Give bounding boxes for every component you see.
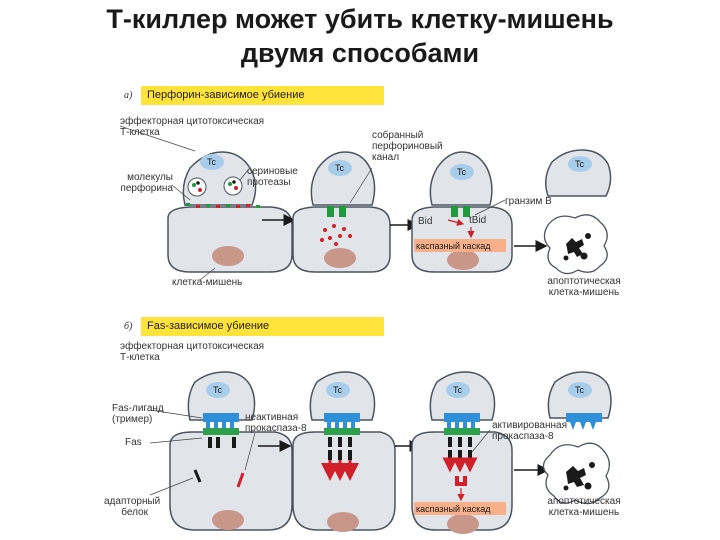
target-nucleus <box>327 512 359 532</box>
adaptor-protein-label: адапторный белок <box>104 496 148 518</box>
effector-tcell-label-b: эффекторная цитотоксическая Т-клетка <box>120 341 264 363</box>
panel-b-stage-3: Tc каспазный каскад <box>412 372 512 534</box>
target-nucleus <box>447 250 479 270</box>
fas-ligand <box>203 413 239 422</box>
activated-procaspase-label: активированная прокаспаза-8 <box>492 420 567 442</box>
panel-b-stage-2: Tc <box>293 372 395 532</box>
panel-b-stage-1: Tc <box>150 372 292 530</box>
fas-ligand-label: Fas-лиганд (тример) <box>112 403 164 425</box>
bid-label: Bid <box>418 216 432 227</box>
tc-label: Tc <box>333 385 343 395</box>
apoptotic-cell-label-a: апоптотическая клетка-мишень <box>534 276 634 298</box>
fas-receptor <box>203 428 239 435</box>
target-nucleus <box>324 248 356 268</box>
serine-proteases-label: сериновые протеазы <box>247 166 298 188</box>
tbid-label: tBid <box>469 215 486 226</box>
tc-label: Tc <box>575 385 585 395</box>
tc-label: Tc <box>213 385 223 395</box>
panel-a-stage-2: Tc <box>293 152 390 272</box>
tc-label: Tc <box>207 157 217 167</box>
tc-label: Tc <box>335 163 345 173</box>
target-cell-label: клетка-мишень <box>172 277 242 288</box>
target-nucleus <box>447 514 479 534</box>
perforin-channel-label: собранный перфориновый канал <box>372 130 443 163</box>
panel-a-stage-4: Tc <box>544 150 610 274</box>
caspase-cascade-label: каспазный каскад <box>416 504 491 514</box>
target-nucleus <box>212 246 244 266</box>
inactive-procaspase-label: неактивная прокаспаза-8 <box>245 412 307 434</box>
tc-label: Tc <box>453 385 463 395</box>
tc-label: Tc <box>457 167 467 177</box>
caspase-cascade-label: каспазный каскад <box>416 241 491 251</box>
perforin-channel <box>327 206 334 217</box>
target-nucleus <box>212 510 244 530</box>
apoptotic-cell-label-b: апоптотическая клетка-мишень <box>534 496 634 518</box>
effector-tcell-label-a: эффекторная цитотоксическая Т-клетка <box>120 116 264 138</box>
panel-a-stage-3: Tc каспазный каскад <box>412 152 512 272</box>
tc-label: Tc <box>575 159 585 169</box>
granule <box>188 178 206 196</box>
perforin-molecules-label: молекулы перфорина <box>119 172 173 194</box>
granule <box>224 177 242 195</box>
granzyme-b-label: гранзим В <box>505 196 552 207</box>
perforin-channel <box>339 206 346 217</box>
panel-a-stage-1: Tc <box>120 126 292 280</box>
fas-label: Fas <box>125 437 142 448</box>
